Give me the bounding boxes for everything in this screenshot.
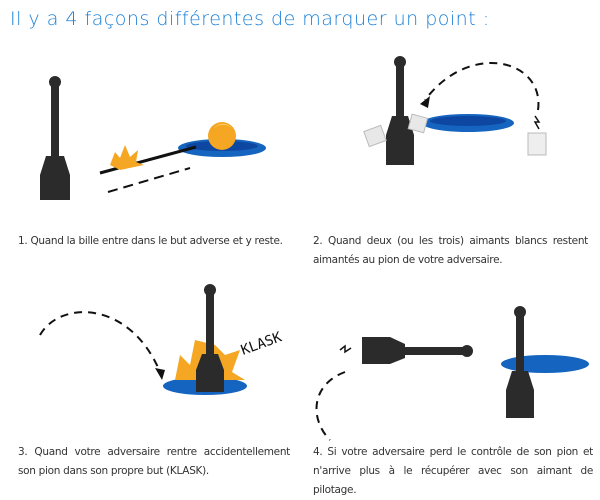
caption-1: 1. Quand la bille entre dans le but adve… [18, 235, 283, 247]
magnet [527, 132, 547, 156]
page-title: Il y a 4 façons différentes de marquer u… [10, 8, 490, 30]
pawn-1 [40, 76, 70, 200]
illustration-ball-in-goal [40, 76, 266, 200]
ball [208, 122, 236, 150]
arrow-dashed [107, 167, 191, 193]
goal-hole [501, 355, 589, 373]
dashed-arrow [424, 62, 540, 111]
pawn-3 [196, 284, 224, 392]
caption-4: 4. Si votre adversaire perd le contrôle … [313, 446, 593, 496]
spark-icon [533, 115, 541, 130]
magnet [363, 124, 387, 148]
spark-icon [339, 344, 352, 354]
illustrations: KLASK [39, 56, 589, 441]
pawn-4-fallen [362, 337, 473, 364]
klask-label: KLASK [239, 329, 285, 359]
illustration-magnets [363, 56, 547, 165]
arrow-solid [99, 145, 197, 175]
magnet [407, 113, 429, 134]
impact-flame-icon [110, 145, 144, 170]
dashed-arrow [315, 371, 346, 441]
dashed-arrow [39, 311, 161, 373]
illustration-lost-pawn [315, 306, 589, 441]
pawn-2 [386, 56, 414, 165]
caption-3: 3. Quand votre adversaire rentre acciden… [18, 446, 290, 477]
pawn-4-standing [506, 306, 534, 418]
caption-2: 2. Quand deux (ou les trois) aimants bla… [313, 235, 588, 266]
illustration-klask: KLASK [39, 284, 285, 395]
